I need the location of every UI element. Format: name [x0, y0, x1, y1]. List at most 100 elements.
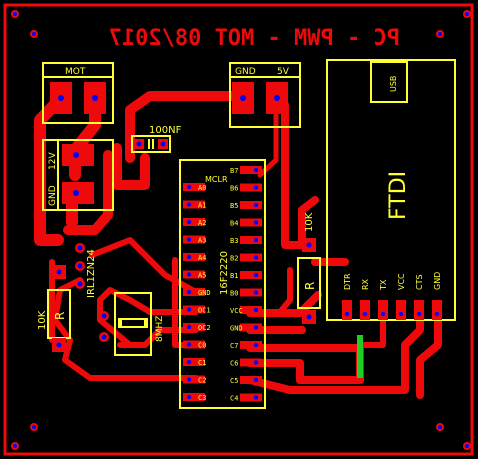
mcu-pin-left: C2	[183, 375, 206, 385]
mcu-pin-label: C3	[198, 394, 206, 402]
mcu-pin-label: A3	[198, 237, 206, 245]
ftdi-pin-row: DTR RX TX VCC CTS GND	[342, 272, 442, 320]
r-left-ref: R	[53, 312, 67, 320]
board-title: PC - PWM - MOT 08/2017	[109, 26, 400, 51]
mcu-pin-left: A3	[183, 235, 206, 245]
mcu-pin-label: B7	[230, 167, 238, 175]
mcu-pin-left: C0	[183, 340, 206, 350]
mcu-pin-left: A2	[183, 218, 206, 227]
mcu-pin-label: GND	[198, 289, 211, 297]
capacitor-100nf: 100NF	[131, 125, 182, 153]
power-12v-label: 12V	[48, 152, 58, 170]
crystal-8mhz: 8MHZ	[99, 292, 165, 356]
mcu-pin-label: A5	[198, 272, 206, 280]
mcu-pin-left: GND	[183, 288, 211, 297]
mcu-pin-label: A4	[198, 254, 206, 262]
mcu-pin-label: GND	[230, 325, 243, 333]
r-left-value: 10K	[37, 310, 48, 330]
mcu-pin-label: OC1	[198, 307, 211, 315]
mcu-pin-label: C5	[230, 377, 238, 385]
mcu-pin-label: C4	[230, 395, 238, 403]
mounting-holes	[11, 10, 471, 450]
mcu-pin-label: C6	[230, 360, 238, 368]
mcu-pin-left: A0	[183, 183, 206, 192]
r-right-value: 10K	[304, 212, 315, 232]
mcu-pin-right: B5	[230, 201, 262, 210]
ftdi-pin: RX	[360, 278, 370, 320]
mcu-pin-right: C6	[230, 358, 262, 368]
mcu-label: 16F2220	[219, 251, 230, 295]
ftdi-pin-label: CTS	[415, 274, 424, 290]
mcu-pin-right: B2	[230, 253, 262, 263]
mcu-pin-left: OC2	[183, 323, 211, 332]
gnd-label: GND	[235, 67, 256, 77]
ftdi-pin-label: TX	[379, 279, 388, 291]
mcu-pin-right: C5	[230, 376, 262, 385]
usb-label: USB	[389, 76, 398, 92]
board-outline	[3, 3, 474, 456]
ftdi-pin-label: DTR	[343, 273, 352, 290]
mcu-pin-right: GND	[230, 323, 262, 333]
mcu-pin-label: C7	[230, 342, 238, 350]
mcu-pin-label: B4	[230, 220, 238, 228]
mcu-pin-right: B6	[230, 183, 262, 193]
mcu-pin-left: C1	[183, 358, 206, 367]
resistor-left: 10K R	[37, 265, 71, 352]
ftdi-pin-label: RX	[361, 278, 370, 290]
ftdi-label: FTDI	[386, 171, 411, 220]
mcu-pin-left: A4	[183, 253, 206, 262]
mcu-pin-right: C4	[230, 393, 262, 403]
mcu-pin-label: C2	[198, 377, 206, 385]
ftdi-pin: VCC	[396, 273, 406, 320]
ftdi-pin: CTS	[414, 274, 424, 320]
5v-label: 5V	[277, 67, 290, 77]
mcu-pin-left: A5	[183, 270, 206, 280]
mcu-pin-right: B3	[230, 236, 262, 245]
mcu-pin-label: C0	[198, 342, 206, 350]
resistor-right: 10K R	[297, 212, 321, 324]
mot-label: MOT	[65, 67, 86, 77]
power-gnd-label: GND	[48, 185, 58, 206]
mcu-pin-right: C7	[230, 341, 262, 350]
mcu-pin-label: B6	[230, 185, 238, 193]
mosfet-label: IRL1ZN24	[86, 249, 97, 298]
crystal-label: 8MHZ	[155, 316, 165, 342]
mcu-pin-label: VCC	[230, 307, 243, 315]
mcu-pin-label: C1	[198, 359, 206, 367]
mcu-pin-label: A2	[198, 219, 206, 227]
mcu-pin-right: B1	[230, 271, 262, 280]
mcu-pin-left: C3	[183, 393, 206, 402]
cap-label: 100NF	[149, 125, 182, 136]
mcu-pin-label: B0	[230, 290, 238, 298]
r-right-ref: R	[303, 282, 317, 290]
mcu-pin-left: A1	[183, 200, 206, 210]
mcu-pin-label: OC2	[198, 324, 211, 332]
mcu-pin-left: OC1	[183, 305, 211, 315]
mclr-label: MCLR	[205, 175, 228, 184]
ftdi-module: USB FTDI DTR RX TX VCC CTS GND	[326, 59, 456, 321]
mcu-pin-right: B7	[230, 166, 262, 175]
ftdi-pin: TX	[378, 279, 388, 320]
mcu-pin-label: A0	[198, 184, 206, 192]
power-connector: 12V GND	[42, 139, 114, 211]
mcu-pin-label: B1	[230, 272, 238, 280]
ftdi-pin: GND	[432, 272, 442, 320]
mcu-pin-label: B2	[230, 255, 238, 263]
mcu-pin-label: B5	[230, 202, 238, 210]
ftdi-pin: DTR	[342, 273, 352, 320]
mcu-pin-label: B3	[230, 237, 238, 245]
mot-connector: MOT	[42, 62, 114, 124]
mosfet-pads	[75, 243, 85, 289]
ftdi-pin-label: VCC	[397, 273, 406, 290]
mcu-pin-right: B0	[230, 288, 262, 298]
mcu-pin-right: VCC	[230, 306, 262, 315]
ftdi-pin-label: GND	[433, 272, 442, 290]
gnd-5v-connector: GND 5V	[229, 62, 301, 128]
mcu-pin-label: A1	[198, 202, 206, 210]
mcu-pin-right: B4	[230, 218, 262, 228]
